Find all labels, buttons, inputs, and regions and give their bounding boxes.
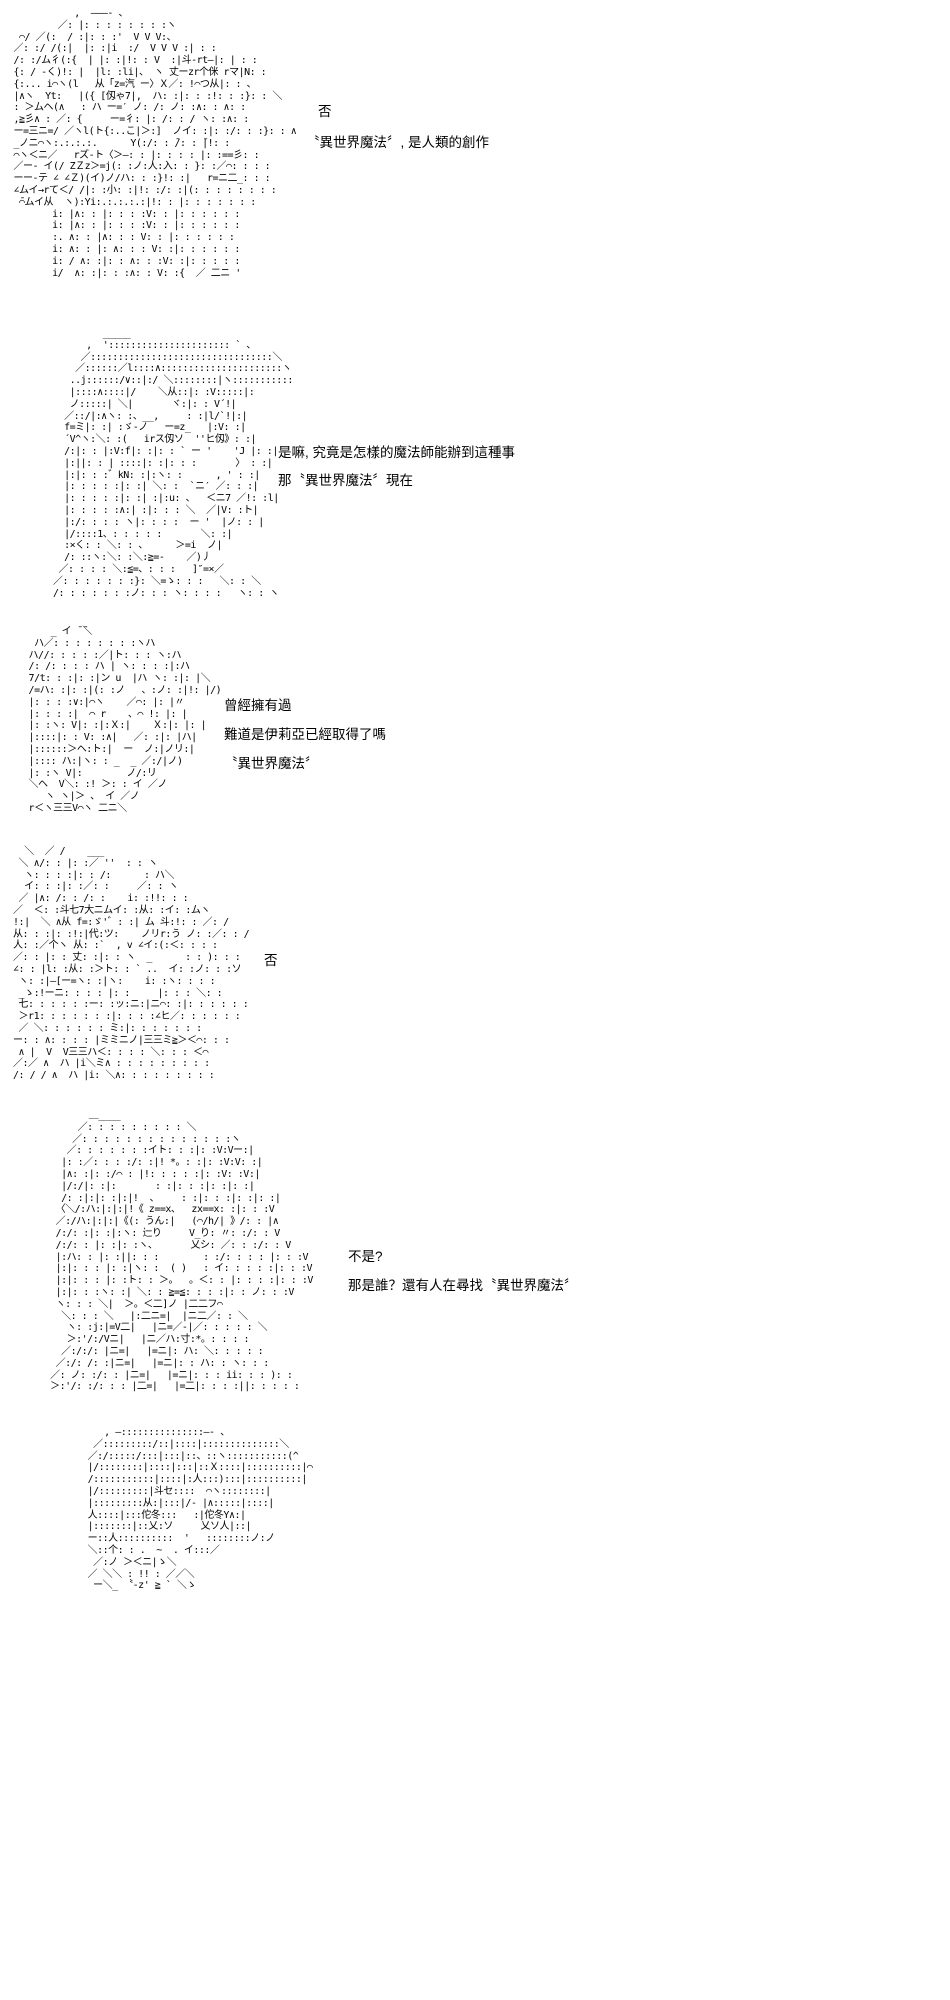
dialogue-line: 曾經擁有過 xyxy=(224,698,292,713)
dialogue-line: 不是? xyxy=(348,1249,383,1264)
dialogue-line: 否 xyxy=(264,953,278,968)
dialogue-line: 那〝異世界魔法〞現在 xyxy=(278,473,413,488)
ascii-art-character-6: , ―:::::::::::::::―- 、 ／:::::::::/::|:::… xyxy=(87,1427,313,1592)
dialogue-line: 〝異世界魔法〞, 是人類的創作 xyxy=(306,135,490,150)
dialogue-line: 那是誰？還有人在尋找〝異世界魔法〞 xyxy=(348,1278,578,1293)
dialogue-line: 難道是伊莉亞已經取得了嗎 xyxy=(224,727,386,742)
ascii-art-character-2: _____ , ':::::::::::::::::::::: ` 、 ／:::… xyxy=(53,328,293,599)
ascii-art-character-3: _ イ ̄ ̄＼ ハ／: : : : : : : :ヽハ ハ//: : : : … xyxy=(28,626,222,814)
ascii-art-character-4: ＼ ／ / ___ ＼ ∧/: : |: :／ '' : : ヽ ヽ: : : … xyxy=(13,846,250,1082)
dialogue-line: 否 xyxy=(318,104,332,119)
dialogue-line: 是嘛, 究竟是怎樣的魔法師能辦到這種事 xyxy=(278,445,516,460)
ascii-art-character-1: , ―――‐ 、 ／: |: : : : : : : :ヽ ⌒/ ／(: / :… xyxy=(13,8,297,279)
dialogue-line: 〝異世界魔法〞 xyxy=(224,756,319,771)
ascii-art-character-5: ＿____ ／: : : : : : : : : ＼ ／: : : : : : … xyxy=(50,1110,313,1393)
